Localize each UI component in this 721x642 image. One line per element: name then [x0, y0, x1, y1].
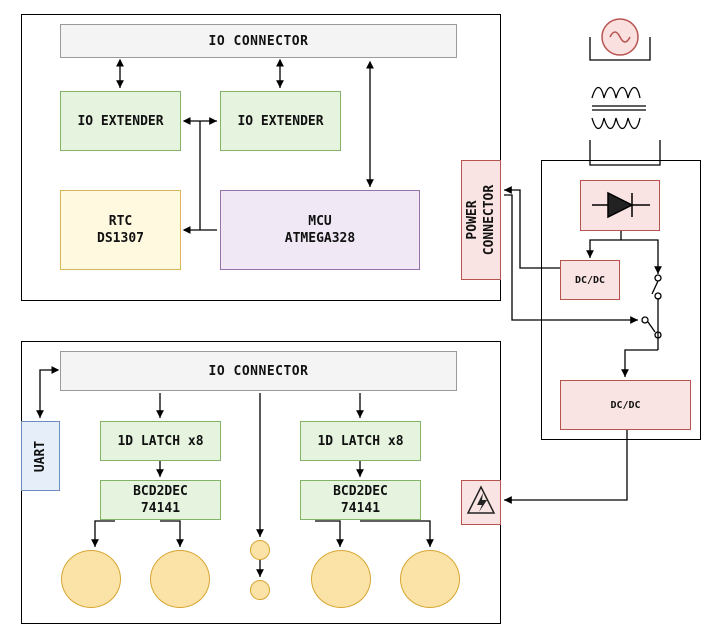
- bcd2dec-left: BCD2DEC 74141: [100, 480, 221, 520]
- nixie-tube-icon: [61, 550, 121, 608]
- uart: UART: [21, 421, 60, 491]
- power-supply-board: [541, 160, 701, 440]
- bcd2dec-right: BCD2DEC 74141: [300, 480, 421, 520]
- nixie-tube-icon: [400, 550, 460, 608]
- mcu-atmega328: MCU ATMEGA328: [220, 190, 420, 270]
- io-extender-left: IO EXTENDER: [60, 91, 181, 151]
- io-extender-right: IO EXTENDER: [220, 91, 341, 151]
- top-board: [21, 14, 501, 301]
- nixie-tube-icon: [311, 550, 371, 608]
- latch-right: 1D LATCH x8: [300, 421, 421, 461]
- top-io-connector: IO CONNECTOR: [60, 24, 457, 58]
- transformer-icon: [591, 86, 646, 130]
- power-connector: POWER CONNECTOR: [461, 160, 501, 280]
- dcdc-small: DC/DC: [560, 260, 620, 300]
- switch-icon: [651, 274, 662, 300]
- dcdc-large: DC/DC: [560, 380, 691, 430]
- nixie-tube-icon: [250, 580, 270, 600]
- switch-icon: [641, 316, 662, 339]
- nixie-tube-icon: [150, 550, 210, 608]
- rtc-ds1307: RTC DS1307: [60, 190, 181, 270]
- bottom-io-connector: IO CONNECTOR: [60, 351, 457, 391]
- nixie-tube-icon: [250, 540, 270, 560]
- high-voltage-warning-icon: [466, 485, 496, 514]
- ac-source-icon: [601, 18, 639, 56]
- diode-icon: [592, 191, 650, 219]
- latch-left: 1D LATCH x8: [100, 421, 221, 461]
